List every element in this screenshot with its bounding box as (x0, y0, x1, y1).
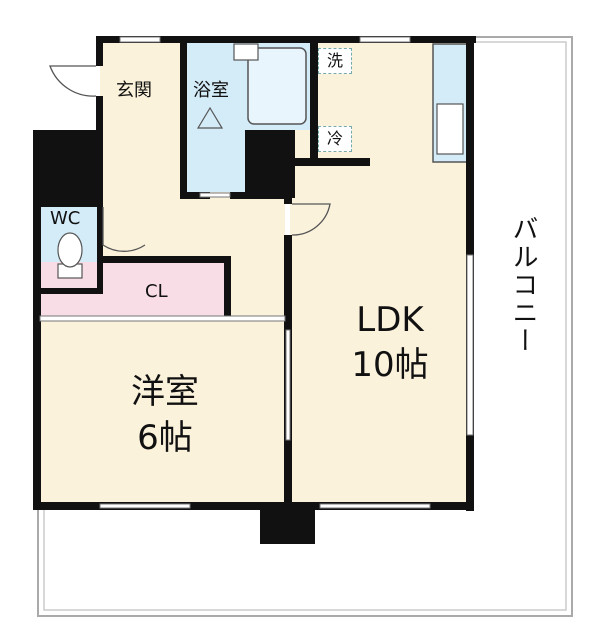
washer-space: 洗 (318, 48, 352, 74)
toilet-bowl (57, 232, 83, 268)
fridge-space: 冷 (318, 126, 352, 152)
bathtub (247, 47, 307, 125)
kitchen-sink (436, 103, 464, 155)
balcony-label: バルコニー (508, 215, 538, 355)
doors (49, 65, 331, 252)
sink (233, 43, 259, 61)
closet-label: CL (145, 281, 168, 302)
ldk-size: 10帖 (351, 345, 429, 385)
bath-label: 浴室 (193, 80, 229, 101)
western-room-size: 6帖 (137, 418, 193, 458)
washroom-floor (187, 130, 247, 192)
genkan-label: 玄関 (116, 80, 152, 101)
balcony-inner-outline (43, 41, 567, 611)
western-room-label: 洋室 (131, 372, 199, 412)
windows (39, 36, 474, 509)
wc-label: WC (50, 208, 81, 229)
balcony-outline (37, 36, 573, 617)
ldk-label: LDK (356, 300, 424, 340)
western-floor (40, 320, 288, 505)
bath-step (196, 106, 224, 129)
